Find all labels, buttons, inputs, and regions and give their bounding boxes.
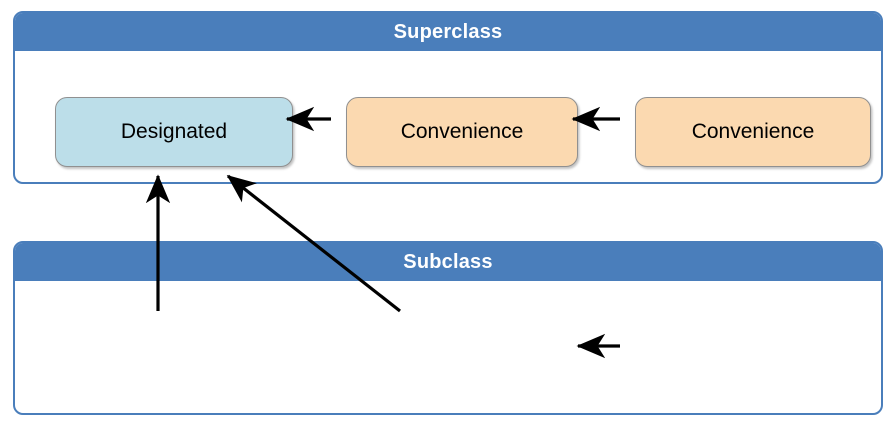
box-label: Convenience bbox=[400, 120, 524, 143]
subclass-header-label: Subclass bbox=[15, 243, 881, 281]
superclass-header-label: Superclass bbox=[15, 13, 881, 51]
superclass-convenience-initializer-1[interactable]: Convenience bbox=[346, 97, 578, 167]
superclass-group: Superclass Designated Convenience Conven… bbox=[13, 11, 883, 184]
box-label: Convenience bbox=[691, 120, 815, 143]
superclass-convenience-initializer-2[interactable]: Convenience bbox=[635, 97, 871, 167]
subclass-group: Subclass Designated Designated Convenien… bbox=[13, 241, 883, 415]
superclass-designated-initializer[interactable]: Designated bbox=[55, 97, 293, 167]
box-label: Designated bbox=[120, 120, 228, 143]
